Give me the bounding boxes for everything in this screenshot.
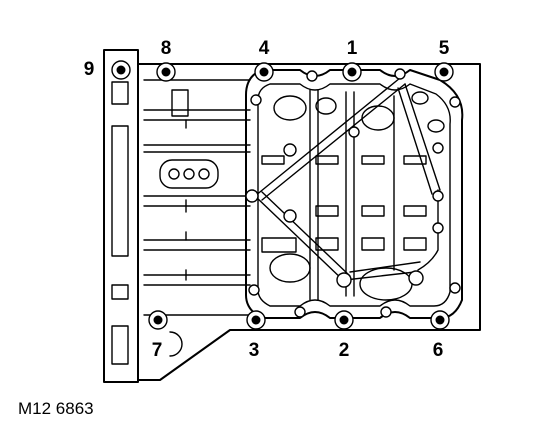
callout-labels: 1 2 3 4 5 6 7 8 9 (84, 38, 450, 361)
internal-passages (254, 77, 445, 301)
callout-8: 8 (161, 38, 172, 59)
callout-3: 3 (249, 340, 260, 361)
callout-7: 7 (152, 340, 163, 361)
bolt-8 (156, 62, 176, 82)
bolt-5 (434, 62, 454, 82)
bolt-4 (254, 62, 274, 82)
callout-9: 9 (84, 59, 95, 80)
bolt-6 (430, 310, 450, 330)
callout-5: 5 (439, 38, 450, 59)
callout-1: 1 (347, 38, 358, 59)
bolt-9 (111, 60, 131, 80)
figure-reference: M12 6863 (18, 399, 94, 418)
callout-6: 6 (433, 340, 444, 361)
bolt-group (111, 60, 454, 330)
bolt-7 (148, 310, 168, 330)
left-end-plate (103, 49, 139, 383)
gasket-holes (245, 68, 461, 318)
callout-2: 2 (339, 340, 350, 361)
main-plate-outline (137, 63, 481, 381)
callout-4: 4 (259, 38, 270, 59)
bolt-1 (342, 62, 362, 82)
bolt-3 (246, 310, 266, 330)
bolt-2 (334, 310, 354, 330)
